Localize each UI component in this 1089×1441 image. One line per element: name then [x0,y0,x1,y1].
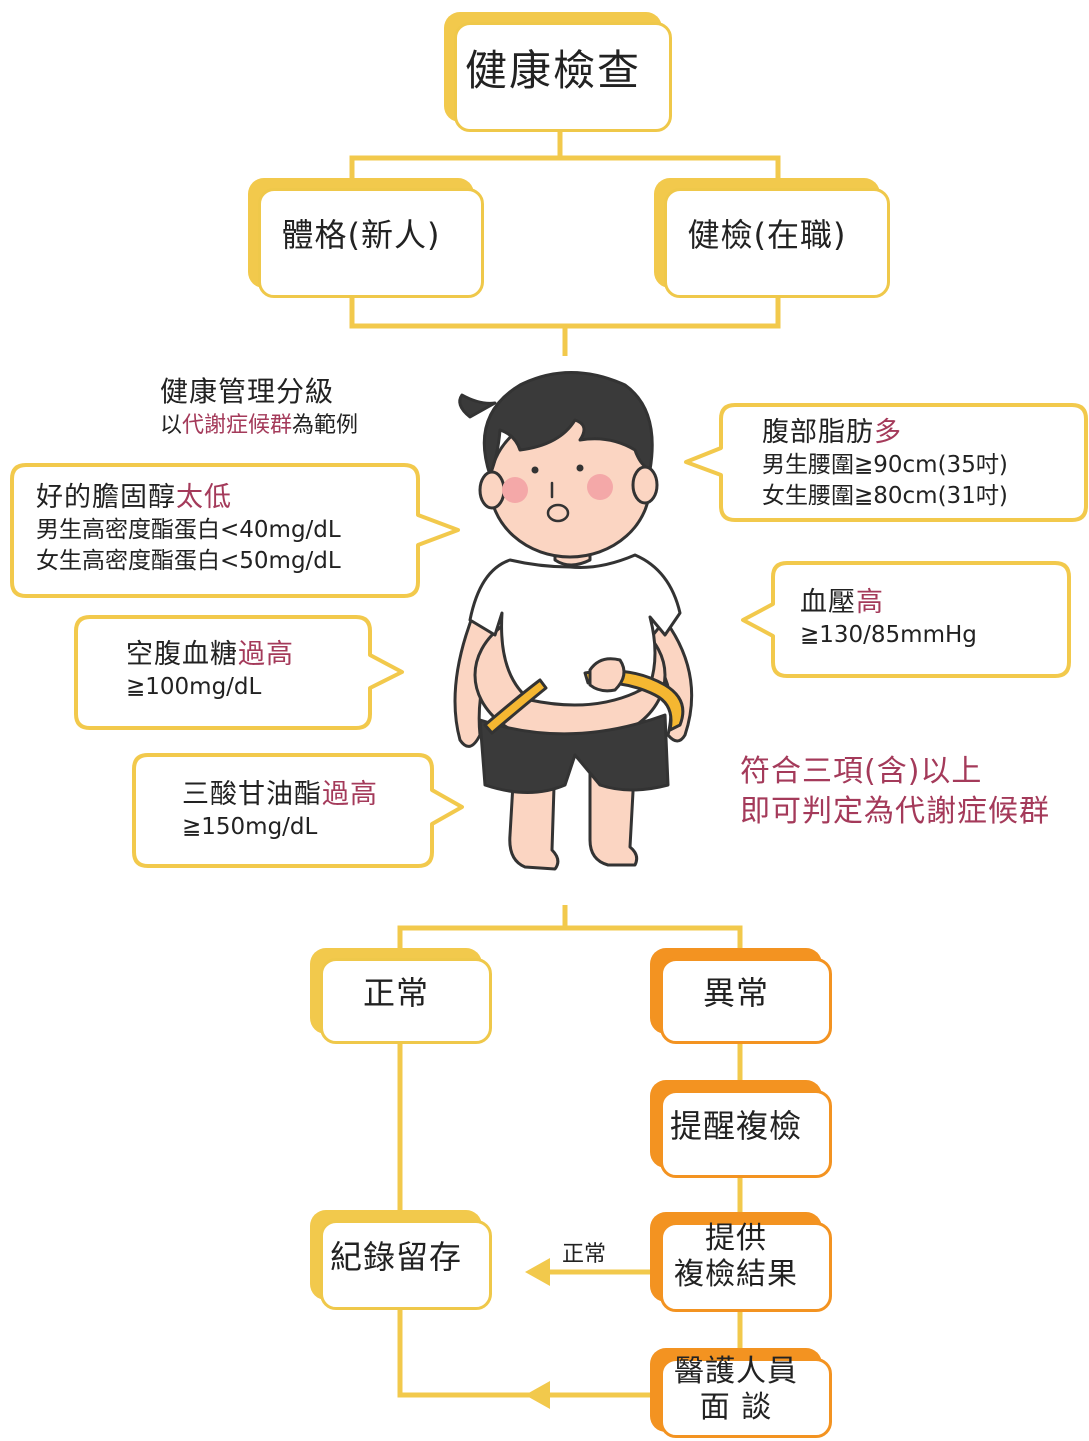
remind-recheck-box: 提醒複檢 [650,1080,832,1178]
glucose-criterion: 空腹血糖過高 ≧100mg/dL [126,639,294,700]
medical-staff-interview-box: 醫護人員面 談 [650,1348,832,1438]
bubble-bp [741,561,1071,678]
physical-exam-new-box: 體格(新人) [248,178,484,298]
health-check-box: 健康檢查 [444,12,672,132]
hdl-criterion: 好的膽固醇太低 男生高密度酯蛋白<40mg/dL 女生高密度酯蛋白<50mg/d… [36,482,341,574]
bubble-tg [132,753,464,868]
checkup-employed-box: 健檢(在職) [654,178,890,298]
tg-criterion: 三酸甘油酯過高 ≧150mg/dL [182,779,378,840]
arrow-to-record [525,1258,550,1286]
arrow-to-record-2 [525,1381,550,1409]
abnormal-box: 異常 [650,948,832,1044]
provide-recheck-result-box: 提供複檢結果 [650,1212,832,1312]
normal-arrow-label: 正常 [562,1242,607,1267]
bubble-hdl [10,463,460,598]
bubble-waist [684,403,1088,522]
normal-box: 正常 [310,948,492,1044]
record-keep-box: 紀錄留存 [310,1210,492,1310]
management-subtitle: 以代謝症候群為範例 [160,413,359,438]
overweight-boy-illustration [453,371,694,871]
management-caption: 健康管理分級 以代謝症候群為範例 [160,374,358,442]
waist-criterion: 腹部脂肪多 男生腰圍≧90cm(35吋) 女生腰圍≧80cm(31吋) [762,417,1008,509]
management-title: 健康管理分級 [160,375,335,408]
bubble-glucose [74,615,404,730]
metabolic-syndrome-conclusion: 符合三項(含)以上 即可判定為代謝症候群 [740,754,1050,829]
bp-criterion: 血壓高 ≧130/85mmHg [800,587,977,648]
